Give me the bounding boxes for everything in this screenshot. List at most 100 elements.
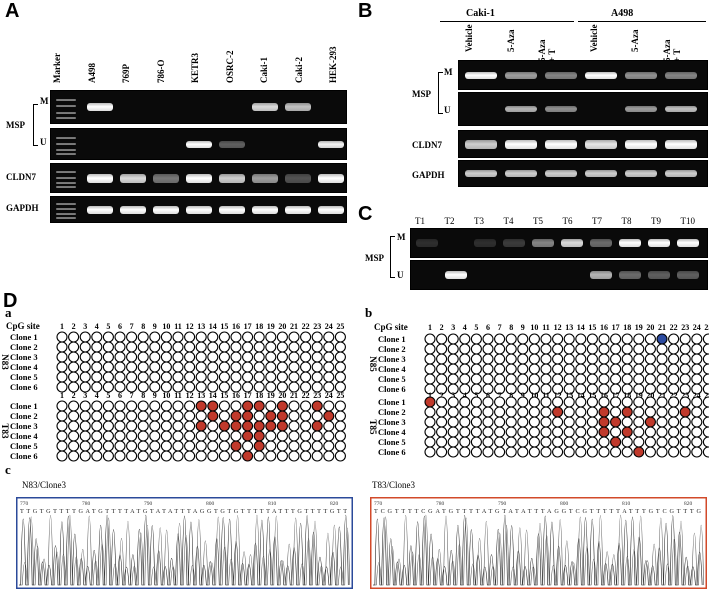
unmethylated-cpg [691,396,703,408]
unmethylated-cpg [494,396,506,408]
unmethylated-cpg [207,430,219,442]
unmethylated-cpg [323,361,335,373]
unmethylated-cpg [598,436,610,448]
methylated-cpg [311,420,323,432]
unmethylated-cpg [184,450,196,462]
methylated-cpg [424,396,436,408]
unmethylated-cpg [288,450,300,462]
unmethylated-cpg [575,416,587,428]
unmethylated-cpg [334,450,346,462]
clone-label: Clone 3 [10,352,38,362]
unmethylated-cpg [656,406,668,418]
unmethylated-cpg [517,343,529,355]
unmethylated-cpg [459,426,471,438]
cpg-site-number: 5 [474,391,478,400]
unmethylated-cpg [207,381,219,393]
unmethylated-cpg [610,426,622,438]
unmethylated-cpg [679,333,691,345]
unmethylated-cpg [633,363,645,375]
unmethylated-cpg [56,450,68,462]
unmethylated-cpg [276,351,288,363]
unmethylated-cpg [288,371,300,383]
cpg-site-number: 1 [60,322,64,331]
unmethylated-cpg [300,420,312,432]
unmethylated-cpg [102,410,114,422]
unmethylated-cpg [470,396,482,408]
cpg-site-number: 18 [623,391,631,400]
unmethylated-cpg [56,381,68,393]
unmethylated-cpg [679,343,691,355]
unmethylated-cpg [702,416,709,428]
unmethylated-cpg [276,331,288,343]
unmethylated-cpg [563,363,575,375]
panel-b-group2-line [578,21,706,22]
unmethylated-cpg [91,400,103,412]
unmethylated-cpg [621,373,633,385]
unmethylated-cpg [563,343,575,355]
unmethylated-cpg [68,440,80,452]
unmethylated-cpg [137,351,149,363]
position-tick: 820 [684,501,693,507]
gel-band [585,170,617,177]
marker-band [56,217,76,219]
cpg-site-number: 13 [197,322,205,331]
unmethylated-cpg [610,373,622,385]
unmethylated-cpg [91,430,103,442]
unmethylated-cpg [436,426,448,438]
unmethylated-cpg [656,353,668,365]
methylated-cpg [265,420,277,432]
unmethylated-cpg [436,416,448,428]
unmethylated-cpg [494,373,506,385]
gel-band [625,106,657,112]
unmethylated-cpg [230,400,242,412]
unmethylated-cpg [459,343,471,355]
unmethylated-cpg [265,371,277,383]
panel-c-u-label: U [397,270,404,280]
unmethylated-cpg [265,351,277,363]
unmethylated-cpg [218,450,230,462]
unmethylated-cpg [540,406,552,418]
cpg-site-number: 23 [681,323,689,332]
unmethylated-cpg [644,406,656,418]
cpg-site-number: 6 [486,391,490,400]
unmethylated-cpg [621,353,633,365]
cpg-site-number: 17 [612,323,620,332]
unmethylated-cpg [253,361,265,373]
gel-band [532,239,554,247]
unmethylated-cpg [610,406,622,418]
unmethylated-cpg [447,426,459,438]
clone-label: Clone 3 [378,417,406,427]
unmethylated-cpg [691,406,703,418]
unmethylated-cpg [424,436,436,448]
unmethylated-cpg [253,371,265,383]
cpg-site-number: 7 [498,391,502,400]
unmethylated-cpg [276,361,288,373]
unmethylated-cpg [552,353,564,365]
unmethylated-cpg [424,416,436,428]
unmethylated-cpg [540,426,552,438]
gel-band [252,103,278,111]
marker-band [56,105,76,108]
cpg-site-number: 9 [153,322,157,331]
cpg-site-number: 14 [577,323,585,332]
unmethylated-cpg [334,420,346,432]
unmethylated-cpg [505,333,517,345]
unmethylated-cpg [679,426,691,438]
unmethylated-cpg [114,420,126,432]
panel-b-cldn7-label: CLDN7 [412,140,443,150]
unmethylated-cpg [644,333,656,345]
unmethylated-cpg [242,351,254,363]
unmethylated-cpg [56,351,68,363]
unmethylated-cpg [470,353,482,365]
unmethylated-cpg [160,381,172,393]
unmethylated-cpg [598,343,610,355]
cpg-site-number: 15 [588,323,596,332]
cpg-site-number: 20 [646,323,654,332]
unmethylated-cpg [540,333,552,345]
unmethylated-cpg [656,416,668,428]
unmethylated-cpg [265,430,277,442]
unmethylated-cpg [276,440,288,452]
unmethylated-cpg [447,396,459,408]
unmethylated-cpg [598,373,610,385]
